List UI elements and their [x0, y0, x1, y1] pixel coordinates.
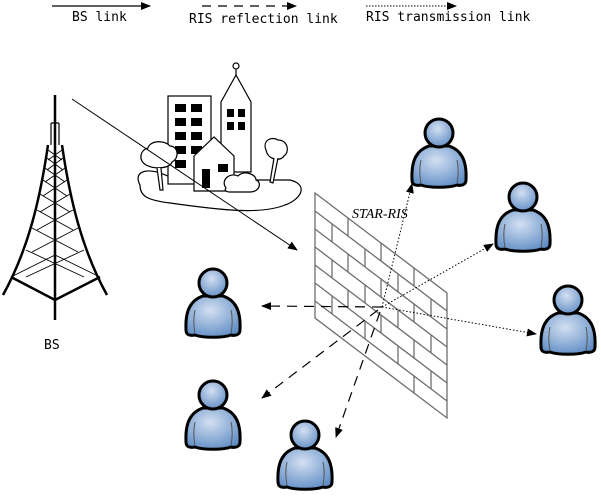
- user-icon: [276, 419, 334, 491]
- legend-ris-reflection-link: RIS reflection link: [189, 2, 338, 27]
- star-ris-panel: [314, 191, 448, 420]
- user-icon: [410, 117, 468, 189]
- legend: BS link RIS reflection link RIS transmis…: [52, 2, 531, 27]
- base-station-tower-icon: [1, 95, 109, 320]
- user-icon: [539, 284, 597, 356]
- transmission-link-arrow: [381, 306, 537, 337]
- star-ris-label: STAR-RIS: [352, 207, 408, 222]
- reflection-link-arrow: [335, 311, 381, 438]
- reflection-link-arrow: [261, 309, 379, 399]
- bs-link-arrow: [71, 98, 298, 251]
- user-icon: [494, 181, 552, 253]
- legend-label: RIS reflection link: [189, 12, 338, 27]
- legend-bs-link: BS link: [52, 2, 151, 25]
- transmission-link-arrow: [381, 183, 414, 308]
- user-icon: [184, 267, 242, 339]
- legend-label: BS link: [72, 10, 127, 25]
- user-icon: [184, 379, 242, 451]
- bs-label: BS: [44, 338, 60, 353]
- reflection-link-arrow: [261, 302, 383, 311]
- city-buildings-icon: [137, 62, 302, 212]
- legend-ris-transmission-link: RIS transmission link: [366, 2, 531, 25]
- transmission-link-arrow: [381, 243, 494, 308]
- legend-label: RIS transmission link: [366, 10, 531, 25]
